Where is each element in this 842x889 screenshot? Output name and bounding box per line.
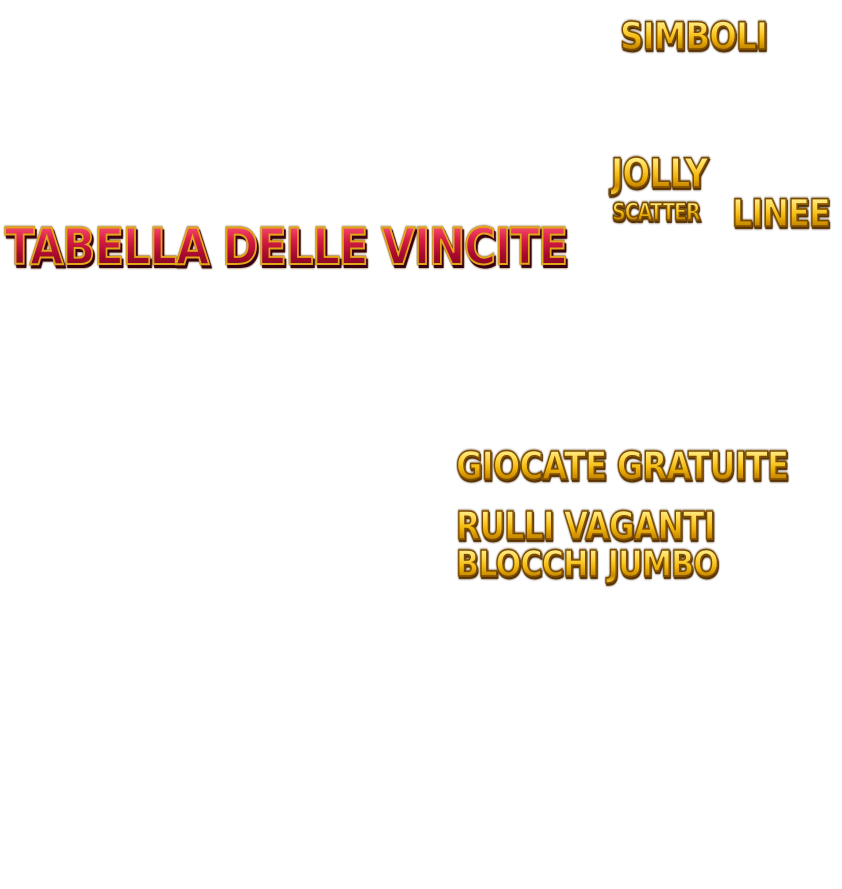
lines-tab[interactable]: LINEE <box>731 192 831 235</box>
wild-tab[interactable]: JOLLY <box>610 151 708 197</box>
scatter-tab[interactable]: SCATTER <box>611 198 701 226</box>
symbols-tab[interactable]: SIMBOLI <box>619 15 768 58</box>
roaming-reels-tab[interactable]: RULLI VAGANTI <box>455 504 716 548</box>
paytable-title: TABELLA DELLE VINCITE <box>4 218 569 276</box>
free-spins-tab[interactable]: GIOCATE GRATUITE <box>455 444 789 488</box>
jumbo-blocks-tab[interactable]: BLOCCHI JUMBO <box>455 544 719 585</box>
